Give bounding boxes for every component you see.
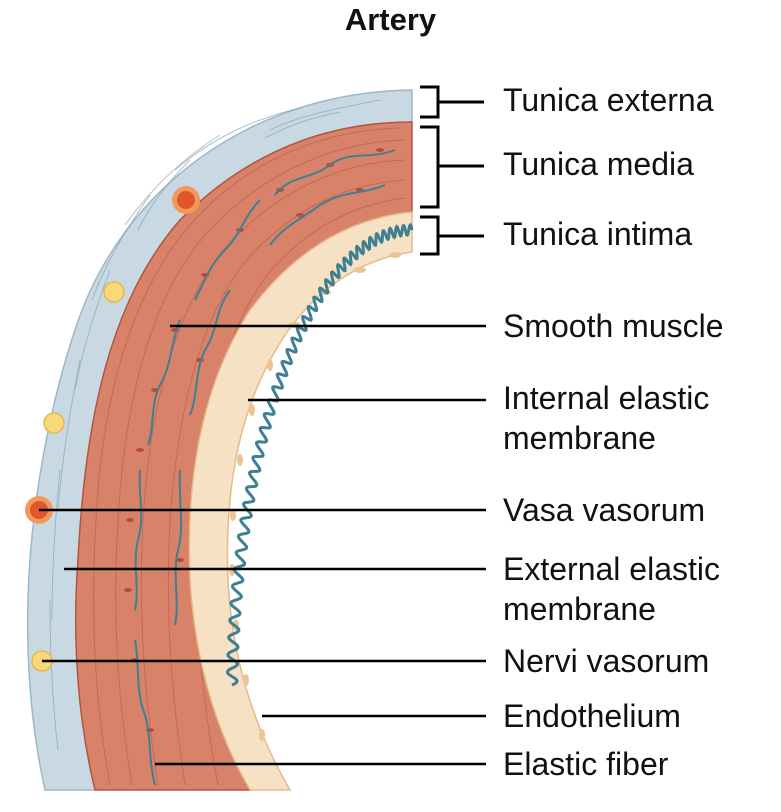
vasa-vasorum-vessel-core	[177, 191, 195, 209]
tunica-intima-layer	[188, 211, 413, 791]
label-external-elastic-membrane-line2: membrane	[503, 591, 656, 627]
label-internal-elastic-membrane-line1: Internal elastic	[503, 380, 710, 416]
label-nervi-vasorum: Nervi vasorum	[503, 643, 710, 679]
leader-lines	[39, 324, 486, 766]
label-elastic-fiber: Elastic fiber	[503, 746, 669, 782]
internal-elastic-membrane-line	[225, 222, 414, 687]
externa-fibers	[49, 99, 381, 751]
label-external-elastic-membrane-line1: External elastic	[503, 551, 720, 587]
label-endothelium: Endothelium	[503, 698, 681, 734]
diagram-title: Artery	[344, 2, 437, 37]
label-vasa-vasorum: Vasa vasorum	[503, 492, 706, 528]
nervi-vasorum-nerve	[103, 281, 125, 303]
label-smooth-muscle: Smooth muscle	[503, 308, 724, 344]
elastic-fibers-in-media	[134, 149, 396, 786]
muscle-nuclei	[124, 148, 384, 732]
nervi-vasorum-nerve	[43, 412, 65, 434]
bracket-tunica-media	[420, 125, 484, 209]
label-internal-elastic-membrane-line2: membrane	[503, 420, 656, 456]
label-tunica-intima: Tunica intima	[503, 216, 693, 252]
label-tunica-media: Tunica media	[503, 146, 694, 182]
bracket-tunica-externa	[420, 85, 484, 119]
label-tunica-externa: Tunica externa	[503, 82, 714, 118]
bracket-tunica-intima	[420, 215, 484, 256]
layer-brackets	[420, 85, 484, 256]
